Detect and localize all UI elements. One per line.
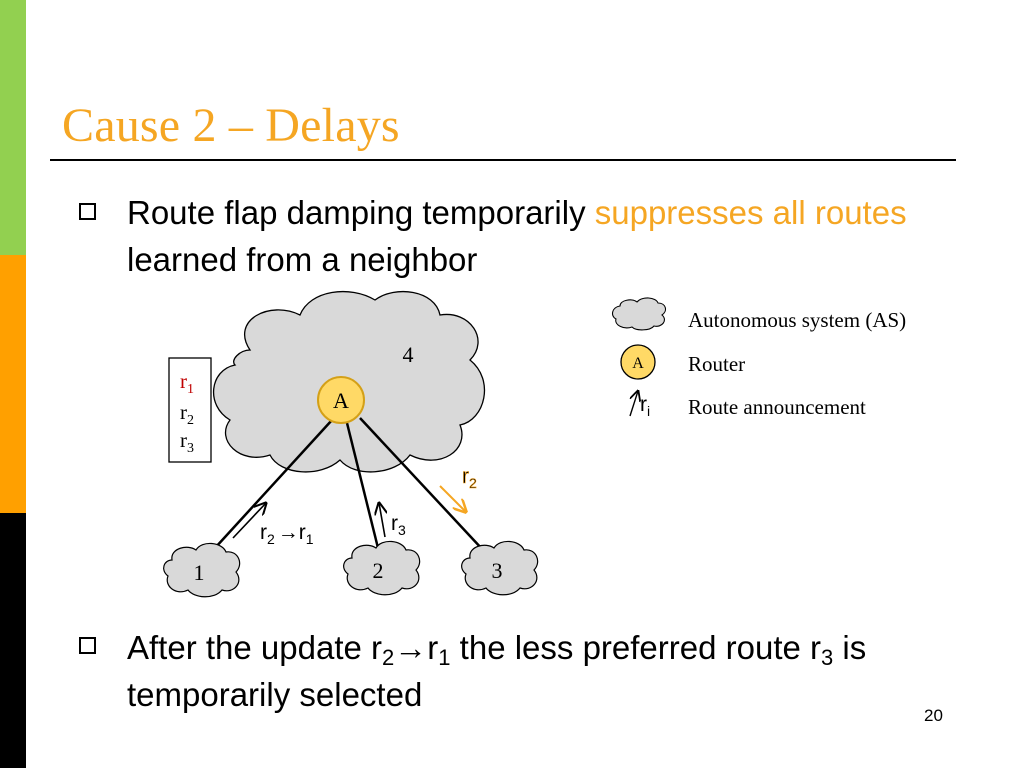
as-2-label: 2 bbox=[373, 558, 384, 583]
bullet-1-text-after: learned from a neighbor bbox=[127, 241, 478, 278]
bullet-2-sub-c: 3 bbox=[821, 645, 834, 670]
bullet-2-sub-b: 1 bbox=[438, 645, 451, 670]
as-2-cloud bbox=[343, 540, 421, 596]
bullet-1-highlight: suppresses all routes bbox=[594, 194, 907, 231]
as-1-cloud bbox=[163, 542, 241, 598]
bullet-2-text-d: is temporarily selected bbox=[127, 629, 867, 713]
legend-as-cloud-icon bbox=[611, 297, 667, 331]
bullet-2-text-b: r bbox=[427, 629, 439, 666]
bullet-square-icon bbox=[79, 203, 96, 220]
arrow-announce-from-1 bbox=[232, 503, 266, 539]
as-4-label: 4 bbox=[403, 342, 414, 367]
accent-bar-green bbox=[0, 0, 26, 255]
legend-route-arrow-icon bbox=[629, 391, 638, 417]
as-1-label: 1 bbox=[194, 560, 205, 585]
route-table-r2: r2 bbox=[180, 400, 194, 428]
bullet-2-text-a: After the update r bbox=[127, 629, 382, 666]
accent-bar-black bbox=[0, 513, 26, 768]
legend-router-label: Router bbox=[688, 352, 745, 376]
bullet-square-icon bbox=[79, 637, 96, 654]
accent-bar-orange bbox=[0, 255, 26, 513]
bullet-1-text-before: Route flap damping temporarily bbox=[127, 194, 595, 231]
title-underline bbox=[50, 159, 956, 161]
legend-as-label: Autonomous system (AS) bbox=[688, 308, 906, 332]
arrow-announce-to-3 bbox=[439, 485, 466, 512]
bullet-2: After the update r2→r1 the less preferre… bbox=[127, 624, 1007, 718]
as-3-label: 3 bbox=[492, 558, 503, 583]
router-a bbox=[317, 376, 365, 424]
legend-route-symbol: ri bbox=[640, 393, 650, 419]
bullet-2-sub-a: 2 bbox=[382, 645, 395, 670]
legend-route-label: Route announcement bbox=[688, 395, 866, 419]
announce-r3: r3 bbox=[391, 512, 406, 538]
route-table-r1: r1 bbox=[180, 369, 194, 397]
router-a-label: A bbox=[333, 388, 349, 413]
link-a-3 bbox=[359, 417, 484, 551]
announce-r2-to-r1: r2→r1 bbox=[260, 521, 314, 547]
link-a-1 bbox=[214, 419, 333, 549]
legend-router-icon bbox=[620, 344, 656, 380]
page-number: 20 bbox=[924, 706, 943, 725]
link-a-2 bbox=[345, 422, 380, 549]
bullet-2-arrow: → bbox=[394, 629, 428, 666]
legend-router-symbol: A bbox=[632, 355, 644, 372]
legend: Autonomous system (AS) A Router ri Route… bbox=[611, 297, 906, 419]
bullet-2-text-c: the less preferred route r bbox=[450, 629, 822, 666]
arrow-announce-from-2 bbox=[379, 503, 385, 538]
slide-title: Cause 2 – Delays bbox=[62, 99, 400, 152]
bullet-1: Route flap damping temporarily suppresse… bbox=[127, 189, 987, 283]
announce-r2-orange: r2 bbox=[462, 465, 477, 491]
route-table-box bbox=[168, 357, 212, 463]
as-3-cloud bbox=[461, 540, 539, 596]
route-table-r3: r3 bbox=[180, 428, 194, 456]
